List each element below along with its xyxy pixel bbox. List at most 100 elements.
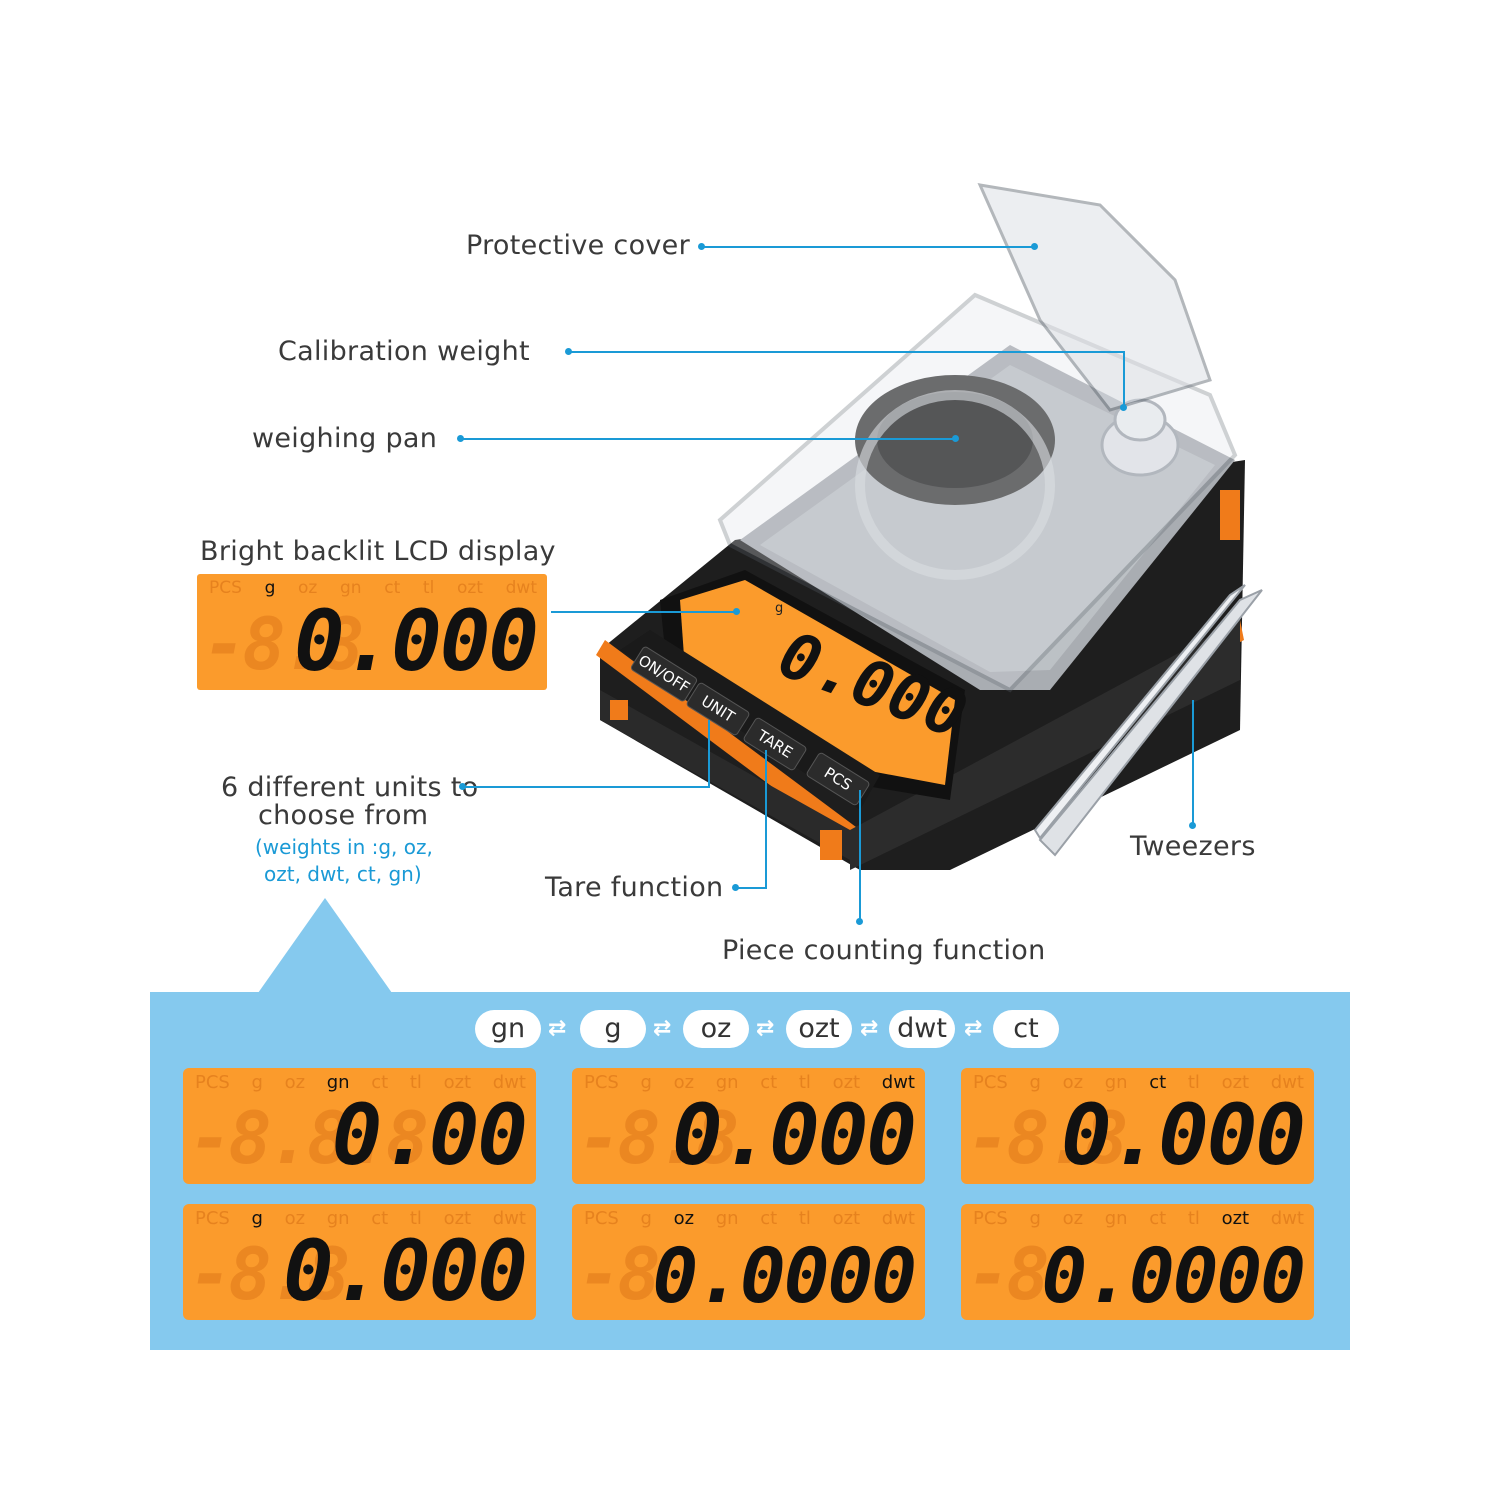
- tweezers-drop: [1192, 700, 1194, 825]
- calibration-weight-dot: [565, 348, 572, 355]
- panel-pointer: [258, 898, 392, 993]
- lcd-unit-ozt: ozt: [832, 1208, 861, 1229]
- lcd-unit-ozt: ozt: [456, 578, 483, 598]
- lcd-line: [551, 611, 735, 613]
- lcd-unit-ct: ct: [384, 578, 401, 598]
- swap-arrow-icon: ⇄: [653, 1016, 672, 1041]
- lcd-unit-gn: gn: [715, 1072, 739, 1093]
- calibration-weight: [1100, 398, 1180, 477]
- lcd-unit-g: g: [251, 1072, 263, 1093]
- lcd-value: 0.0000: [652, 1231, 917, 1320]
- lcd-unit-g: g: [251, 1208, 263, 1229]
- calibration-weight-label: Calibration weight: [278, 336, 530, 367]
- lcd-unit-oz: oz: [284, 1208, 306, 1229]
- tare-label: Tare function: [545, 872, 724, 903]
- lcd-value: 0.0000: [1041, 1231, 1306, 1320]
- tweezers-end-dot: [1189, 822, 1196, 829]
- pcs-end-dot: [856, 918, 863, 925]
- hero-lcd-ghost: -8.8: [203, 602, 364, 686]
- lcd-unit-ct: ct: [1149, 1208, 1167, 1229]
- protective-cover-label: Protective cover: [466, 230, 690, 261]
- lcd-unit-gn: gn: [715, 1208, 739, 1229]
- unit-chip-gn: gn: [475, 1010, 541, 1048]
- weighing-pan-end-dot: [952, 435, 959, 442]
- protective-cover-end-dot: [1031, 243, 1038, 250]
- lcd-unit-dwt: dwt: [492, 1208, 526, 1229]
- units-label-2: choose from: [258, 800, 429, 831]
- lcd-unit-dwt: dwt: [1270, 1072, 1304, 1093]
- lcd-unit-dwt: dwt: [492, 1072, 526, 1093]
- lcd-unit-dwt: dwt: [1270, 1208, 1304, 1229]
- lcd-ghost: -8.8.8: [189, 1096, 429, 1180]
- lcd-unit-tl: tl: [798, 1072, 811, 1093]
- lcd-unit-pcs: PCS: [584, 1072, 619, 1093]
- weighing-pan-dot: [457, 435, 464, 442]
- calibration-weight-line: [569, 351, 1124, 353]
- lcd-unit-pcs: PCS: [195, 1072, 230, 1093]
- lcd-unit-ozt: ozt: [443, 1208, 472, 1229]
- device-lcd-unit: g: [775, 601, 783, 616]
- lcd-unit-gn: gn: [1104, 1072, 1128, 1093]
- unit-chip-ct: ct: [993, 1010, 1059, 1048]
- device-lcd-screen: [680, 580, 955, 785]
- units-line: [463, 786, 709, 788]
- protective-cover: [717, 183, 1238, 693]
- units-dot: [459, 783, 466, 790]
- lcd-unit-gn: gn: [326, 1208, 350, 1229]
- swap-arrow-icon: ⇄: [756, 1016, 775, 1041]
- lcd-display-label: Bright backlit LCD display: [200, 536, 556, 567]
- units-detail-1: (weights in :g, oz,: [255, 835, 433, 859]
- lcd-unit-oz: oz: [298, 578, 318, 598]
- unit-chip-ozt: ozt: [786, 1010, 852, 1048]
- lcd-unit-oz: oz: [284, 1072, 306, 1093]
- tweezers-label: Tweezers: [1130, 831, 1256, 862]
- units-label-1: 6 different units to: [221, 772, 479, 803]
- calibration-weight-end-dot: [1120, 404, 1127, 411]
- lcd-unit-ct: ct: [760, 1208, 778, 1229]
- lcd-unit-ozt: ozt: [443, 1072, 472, 1093]
- lcd-unit-tl: tl: [798, 1208, 811, 1229]
- swap-arrow-icon: ⇄: [964, 1016, 983, 1041]
- weighing-pan-line: [461, 438, 955, 440]
- protective-cover-line: [702, 246, 1034, 248]
- lcd-unit-ct: ct: [760, 1072, 778, 1093]
- swap-arrow-icon: ⇄: [860, 1016, 879, 1041]
- lcd-unit-pcs: PCS: [973, 1072, 1008, 1093]
- protective-cover-dot: [698, 243, 705, 250]
- lcd-unit-ozt: ozt: [832, 1072, 861, 1093]
- lcd-unit-tl: tl: [409, 1072, 422, 1093]
- lcd-unit-pcs: PCS: [584, 1208, 619, 1229]
- units-drop: [708, 720, 710, 788]
- lcd-ghost: -8.8: [578, 1096, 739, 1180]
- lcd-unit-gn: gn: [340, 578, 362, 598]
- unit-chip-g: g: [580, 1010, 646, 1048]
- swap-arrow-icon: ⇄: [548, 1016, 567, 1041]
- tweezers: [1033, 584, 1263, 857]
- lcd-unit-g: g: [640, 1072, 652, 1093]
- lcd-unit-g: g: [264, 578, 276, 598]
- lcd-value: 0.000: [1061, 1086, 1306, 1184]
- lcd-ghost: -8: [578, 1232, 661, 1316]
- lcd-unit-tl: tl: [422, 578, 435, 598]
- lcd-value: 0.00: [331, 1086, 528, 1184]
- lcd-unit-oz: oz: [673, 1208, 695, 1229]
- unit-chip-dwt: dwt: [889, 1010, 955, 1048]
- pcs-label: Piece counting function: [722, 935, 1046, 966]
- lcd-unit-ct: ct: [371, 1208, 389, 1229]
- units-detail-2: ozt, dwt, ct, gn): [264, 862, 422, 886]
- lcd-unit-tl: tl: [1187, 1208, 1200, 1229]
- lcd-value: 0.000: [672, 1086, 917, 1184]
- lcd-unit-oz: oz: [1062, 1208, 1084, 1229]
- lcd-unit-g: g: [1029, 1208, 1041, 1229]
- tare-drop: [765, 750, 767, 889]
- lcd-unit-ozt: ozt: [1221, 1072, 1250, 1093]
